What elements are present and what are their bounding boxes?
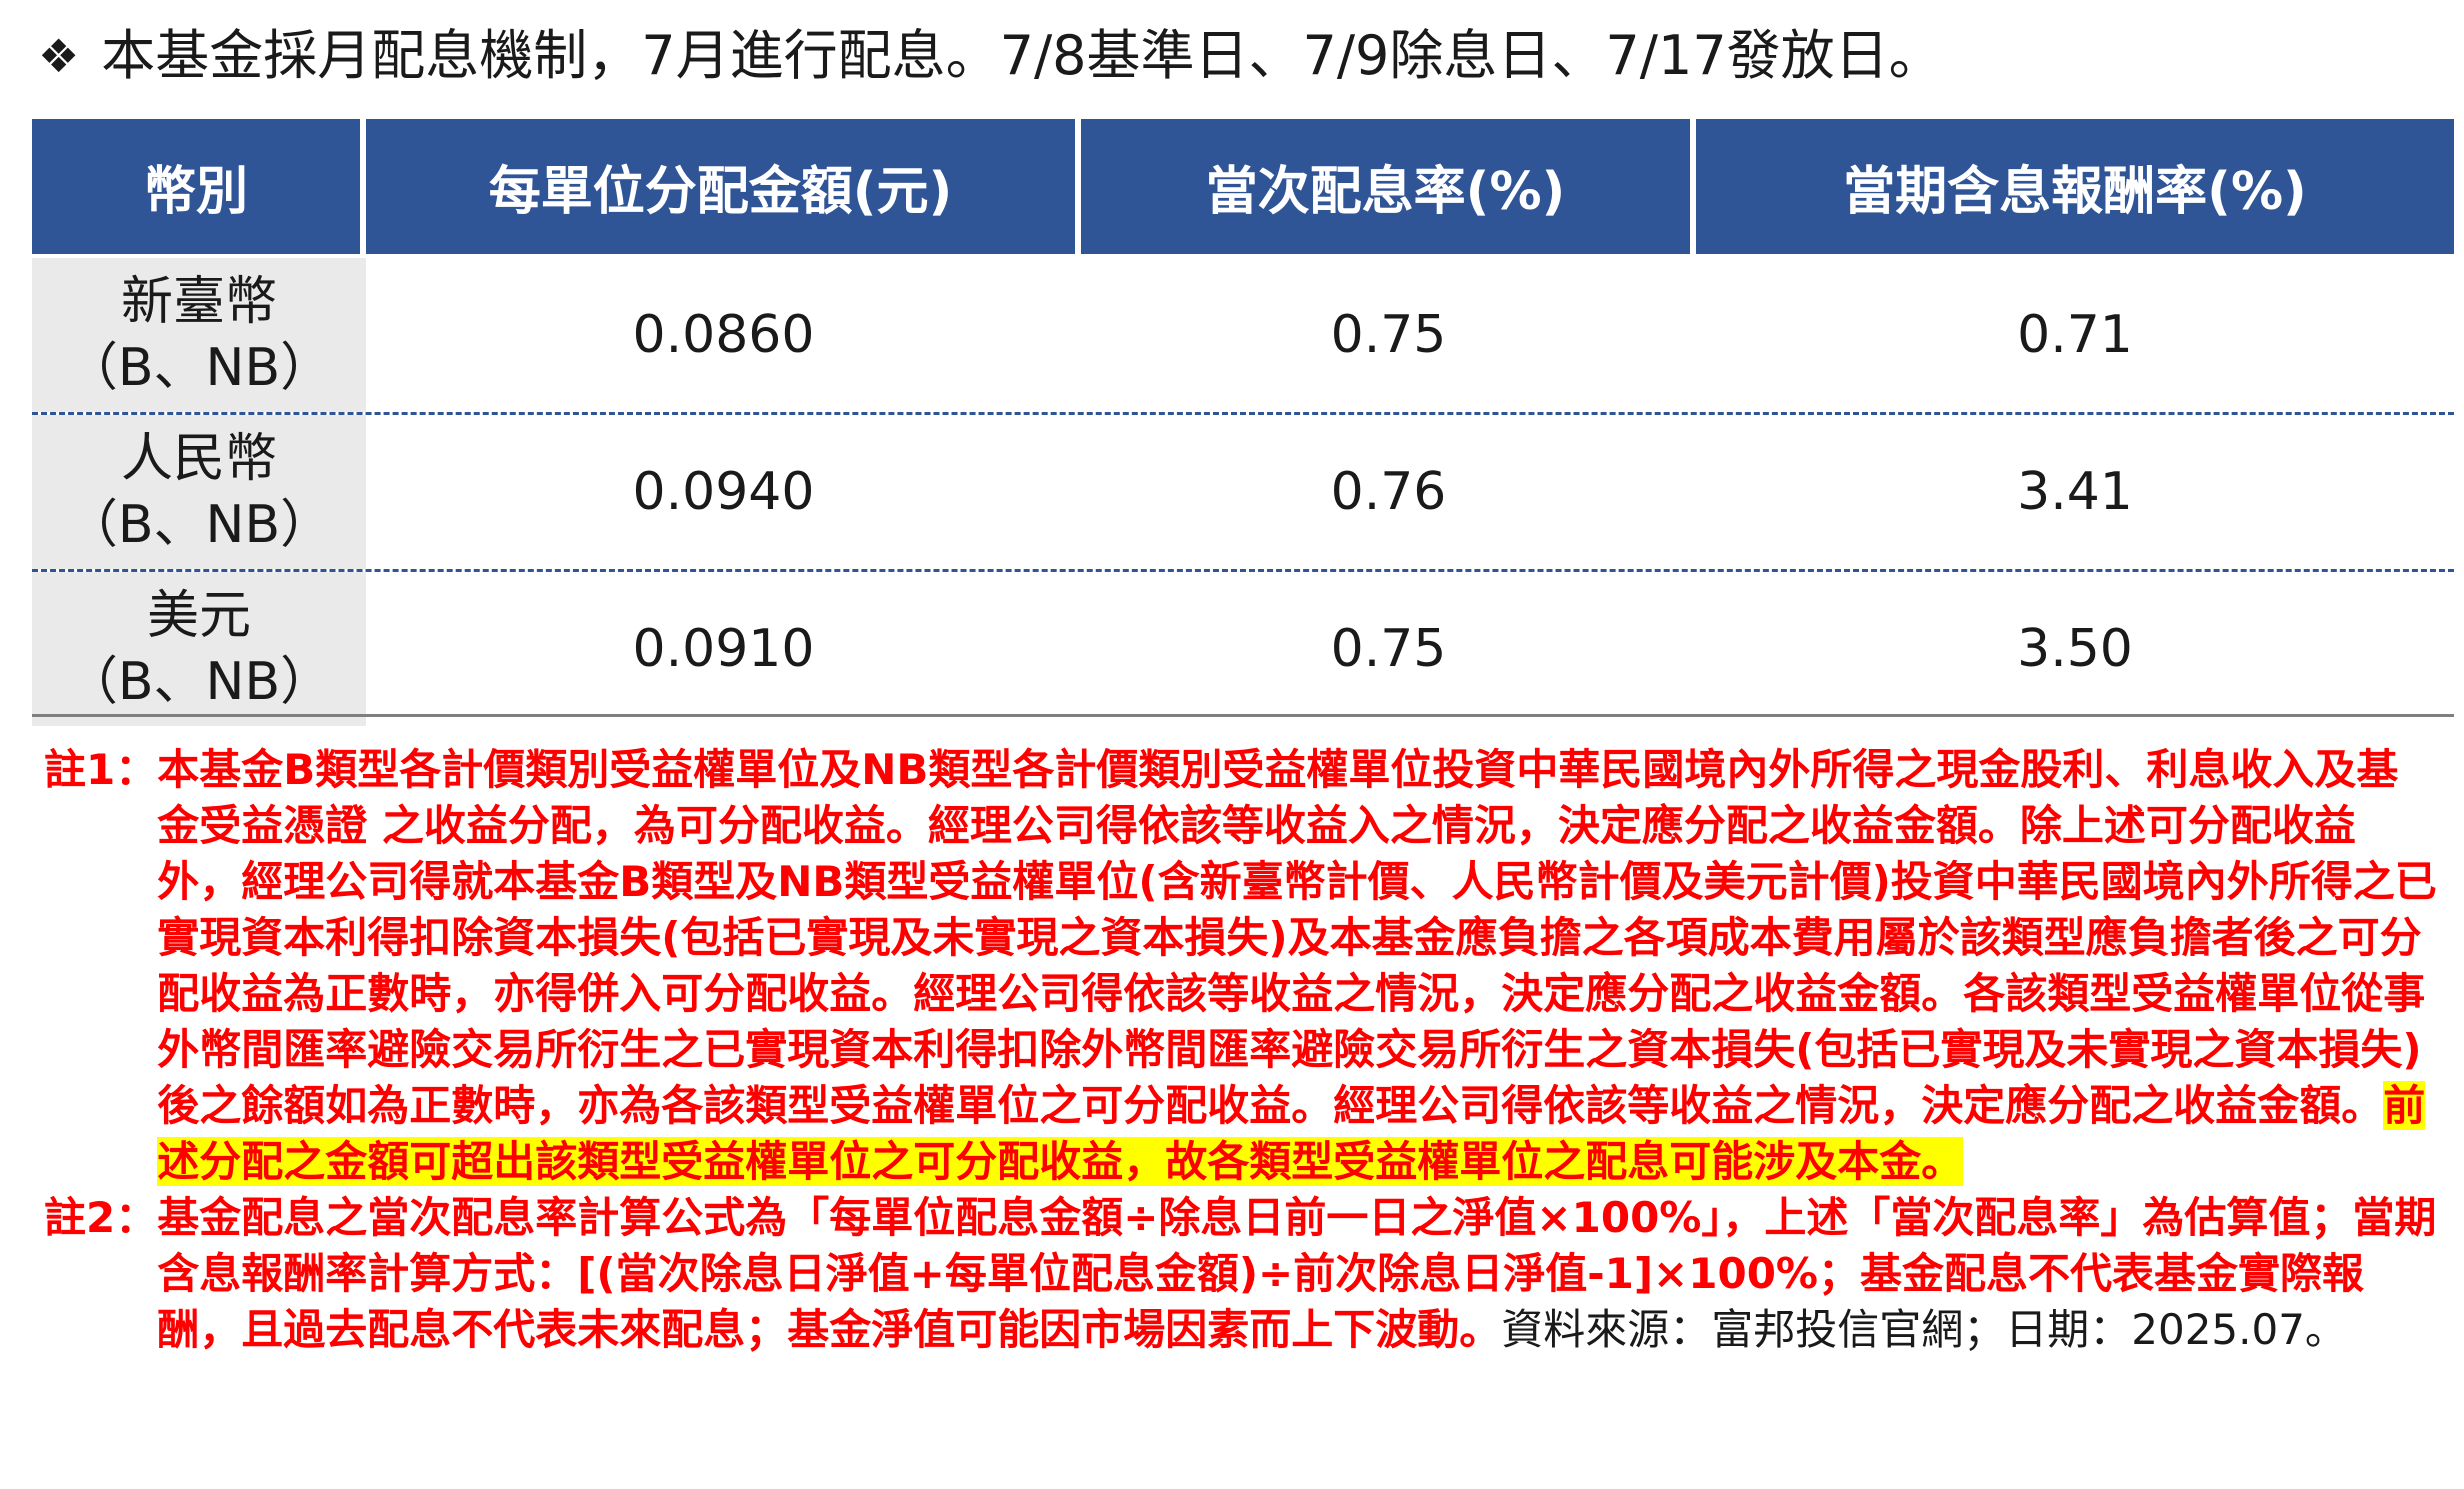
return-cell: 3.50 bbox=[2017, 619, 2133, 679]
header-distribution-rate: 當次配息率(%) bbox=[1081, 119, 1696, 254]
footnote-2-text: 基金配息之當次配息率計算公式為「每單位配息金額÷除息日前一日之淨值×100%」，… bbox=[157, 1193, 2437, 1354]
table-body: 新臺幣 （B、NB） 0.0860 0.75 0.71 人民幣 （B、NB） 0… bbox=[32, 254, 2454, 726]
rate-cell: 0.75 bbox=[1330, 305, 1447, 365]
class-names: （B、NB） bbox=[65, 338, 333, 398]
footnote-2-tag: 註2： bbox=[44, 1193, 158, 1242]
footnote-1-tag: 註1： bbox=[44, 745, 158, 794]
table-row-usd: 美元 （B、NB） 0.0910 0.75 3.50 bbox=[32, 569, 2454, 726]
amount-cell: 0.0940 bbox=[632, 462, 815, 522]
header-amount-per-unit: 每單位分配金額(元) bbox=[366, 119, 1081, 254]
row-label: 人民幣 （B、NB） bbox=[32, 415, 366, 569]
currency-name: 美元 bbox=[146, 586, 251, 646]
footnote-2: 註2： 基金配息之當次配息率計算公式為「每單位配息金額÷除息日前一日之淨值×10… bbox=[44, 1190, 2439, 1358]
row-label: 新臺幣 （B、NB） bbox=[32, 258, 366, 412]
class-names: （B、NB） bbox=[65, 652, 333, 712]
rate-cell: 0.76 bbox=[1330, 462, 1447, 522]
footnotes: 註1： 本基金B類型各計價類別受益權單位及NB類型各計價類別受益權單位投資中華民… bbox=[44, 742, 2439, 1358]
return-cell: 0.71 bbox=[2017, 305, 2133, 365]
amount-cell: 0.0910 bbox=[632, 619, 815, 679]
currency-name: 新臺幣 bbox=[120, 272, 277, 332]
footnote-1-body: 本基金B類型各計價類別受益權單位及NB類型各計價類別受益權單位投資中華民國境內外… bbox=[157, 742, 2439, 1190]
distribution-table: 幣別 每單位分配金額(元) 當次配息率(%) 當期含息報酬率(%) 新臺幣 （B… bbox=[32, 119, 2454, 726]
table-bottom-rule bbox=[32, 714, 2454, 717]
return-cell: 3.41 bbox=[2017, 462, 2133, 522]
currency-name: 人民幣 bbox=[120, 429, 277, 489]
footnote-1: 註1： 本基金B類型各計價類別受益權單位及NB類型各計價類別受益權單位投資中華民… bbox=[44, 742, 2439, 1190]
row-label: 美元 （B、NB） bbox=[32, 572, 366, 726]
diamond-bullet-icon: ❖ bbox=[38, 29, 80, 83]
rate-cell: 0.75 bbox=[1330, 619, 1447, 679]
table-header-row: 幣別 每單位分配金額(元) 當次配息率(%) 當期含息報酬率(%) bbox=[32, 119, 2454, 254]
class-names: （B、NB） bbox=[65, 495, 333, 555]
data-source: 資料來源：富邦投信官網；日期：2025.07。 bbox=[1501, 1305, 2347, 1354]
amount-cell: 0.0860 bbox=[632, 305, 815, 365]
footnote-1-text: 本基金B類型各計價類別受益權單位及NB類型各計價類別受益權單位投資中華民國境內外… bbox=[157, 745, 2437, 1130]
header-currency: 幣別 bbox=[32, 119, 366, 254]
table-row-cny: 人民幣 （B、NB） 0.0940 0.76 3.41 bbox=[32, 412, 2454, 569]
header-total-return: 當期含息報酬率(%) bbox=[1696, 119, 2454, 254]
table-row-twd: 新臺幣 （B、NB） 0.0860 0.75 0.71 bbox=[32, 258, 2454, 412]
footnote-2-body: 基金配息之當次配息率計算公式為「每單位配息金額÷除息日前一日之淨值×100%」，… bbox=[157, 1190, 2439, 1358]
page-heading: ❖ 本基金採月配息機制，7月進行配息。7/8基準日、7/9除息日、7/17發放日… bbox=[38, 16, 1943, 96]
heading-text: 本基金採月配息機制，7月進行配息。7/8基準日、7/9除息日、7/17發放日。 bbox=[101, 24, 1943, 87]
